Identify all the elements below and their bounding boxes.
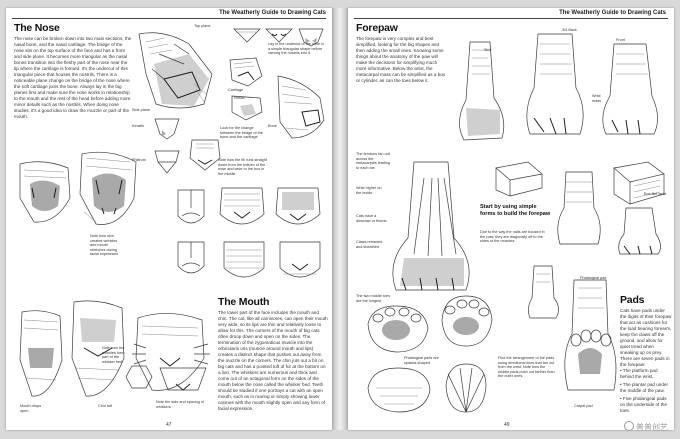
label-phalangeal-spatula: Phalangeal pads are spatula-shaped	[404, 356, 439, 365]
right-page: The Weatherly Guide to Drawing Cats Fore…	[348, 8, 674, 430]
header-rule	[12, 18, 326, 19]
paw-underside-sketch	[564, 279, 617, 391]
label-find-arrangement: Find the arrangement of the pads using d…	[498, 356, 555, 379]
caption-cartilage: Cartilage	[228, 88, 244, 92]
caption-note-skin: Note how skin creates wrinkles and mouth…	[90, 234, 119, 257]
label-three-quarter-back: 3/4 Back	[562, 28, 577, 32]
caption-lay-in: Lay in the undercut of the nose in a sim…	[268, 42, 325, 56]
nose-front-view	[189, 139, 221, 171]
paw-pads-sketch-4	[445, 363, 487, 413]
label-two-middle: The two middle toes are the longest	[356, 294, 390, 303]
paw-leg-sketch	[528, 265, 559, 319]
nose-form-sketch-2	[231, 95, 263, 121]
muzzle-front-sketch-3	[223, 241, 265, 278]
lion-chin-sketch	[19, 310, 63, 397]
paw-form-sketch-3	[618, 207, 661, 255]
muzzle-front-sketch-1	[219, 187, 265, 225]
label-box-like-wrist: Box-like wrist	[644, 192, 667, 196]
paw-box-sketch	[613, 161, 665, 205]
pads-heading: Pads	[620, 294, 645, 306]
caption-philtrum: Philtrum	[132, 158, 146, 162]
watermark: 普普创艺	[624, 421, 668, 433]
watermark-logo-icon	[624, 421, 634, 431]
label-due-to: Due to the way the nails are housed in t…	[480, 230, 545, 244]
hexagon-diagram	[125, 365, 153, 389]
lion-muzzle-sketch	[71, 300, 125, 397]
small-nose-diagram-1	[154, 118, 180, 140]
caption-note-from: Note how the fill runs straight down fro…	[218, 158, 267, 176]
mouth-body-text: The lower part of the face includes the …	[218, 310, 328, 411]
nose-form-sketch-1	[229, 57, 263, 87]
mouth-diagram-2	[177, 241, 205, 274]
triangle-diagram-1	[233, 28, 261, 43]
paw-front-sketch	[602, 43, 658, 135]
nose-body-text: The nose can be broken down into two mai…	[14, 36, 132, 119]
label-wrist-higher: Wrist higher on the inside	[356, 186, 382, 195]
caption-side-plane: Side plane	[132, 108, 150, 112]
forepaw-heading: Forepaw	[356, 22, 398, 34]
caption-nostril: Nostril	[234, 96, 245, 100]
pads-list-item: • The platform pad behind the wrist.	[620, 368, 658, 379]
caption-keratin: Keratin	[132, 124, 145, 128]
label-carpal-pad: Carpal pad	[574, 404, 593, 408]
muzzle-front-sketch-2	[275, 187, 321, 225]
callout-start-by: Start by using simple forms to build the…	[480, 204, 551, 217]
paw-tendons-sketch	[392, 161, 470, 291]
paw-simple-form-2	[557, 171, 601, 245]
triangle-diagram-2	[265, 28, 293, 43]
roaring-lion-sketch	[79, 151, 137, 225]
paw-back-sketch	[526, 33, 584, 135]
label-front: Front	[616, 38, 625, 42]
pads-list-item: • The plantar pad under the middle of th…	[620, 382, 669, 393]
caption-bone: Bone	[268, 124, 277, 128]
muzzle-profile-sketch	[277, 75, 325, 139]
paw-pads-sketch-1	[367, 305, 429, 353]
page-number-left: 47	[166, 422, 172, 428]
paw-pads-sketch-3	[367, 367, 431, 413]
label-wrist-mass: Wrist mass	[592, 94, 602, 103]
forepaw-body-text: The forepaw is very complex and best sim…	[356, 36, 446, 83]
label-claws-retracted: Claws retracted and sheathed	[356, 240, 383, 249]
pads-body-text: Cats have pads under the digits of their…	[620, 308, 672, 367]
label-phalangeal-pad: Phalangeal pad	[580, 276, 607, 280]
page-gutter	[332, 8, 348, 430]
lion-nose-sketch	[138, 32, 213, 109]
caption-look-for: Look for the change between the bridge o…	[220, 126, 263, 140]
pads-list: • The platform pad behind the wrist. • T…	[620, 368, 672, 416]
header-rule	[354, 18, 668, 19]
label-side: Side	[484, 48, 492, 52]
paw-side-sketch	[459, 41, 505, 141]
small-nose-diagram-2	[154, 150, 180, 174]
mouth-diagram-1	[177, 189, 205, 224]
muzzle-front-sketch-4	[279, 241, 321, 278]
watermark-text: 普普创艺	[636, 423, 668, 432]
open-mouth-sketch-1	[19, 161, 71, 223]
page-number-right: 49	[504, 422, 510, 428]
paw-simple-form-1	[495, 161, 543, 197]
caption-note-side: Note the side and spacing of whiskers	[156, 400, 205, 409]
paw-pads-sketch-2	[441, 295, 493, 347]
running-head-left: The Weatherly Guide to Drawing Cats	[219, 10, 326, 16]
caption-chin-tuft: Chin tuft	[98, 404, 113, 408]
caption-top-plane: Top plane	[194, 24, 211, 28]
whisker-bed-sketch	[132, 313, 210, 391]
caption-mouth-drops: Mouth drops open	[20, 404, 42, 413]
nose-heading: The Nose	[14, 22, 60, 34]
mouth-heading: The Mouth	[218, 296, 270, 308]
caption-note-whisker: Note how the wrinkles form part of the w…	[102, 346, 125, 364]
left-page: The Weatherly Guide to Drawing Cats The …	[6, 8, 332, 430]
label-cats-dewclaw: Cats have a dewclaw or thumb	[356, 214, 387, 223]
label-tendons: The tendons fan out across the metacarpa…	[356, 152, 390, 170]
pads-list-item: • Five phalangeal pads on the underside …	[620, 396, 667, 413]
running-head-right: The Weatherly Guide to Drawing Cats	[559, 10, 666, 16]
chin-diagram	[159, 367, 207, 391]
nose-tip-sketch	[298, 28, 324, 47]
